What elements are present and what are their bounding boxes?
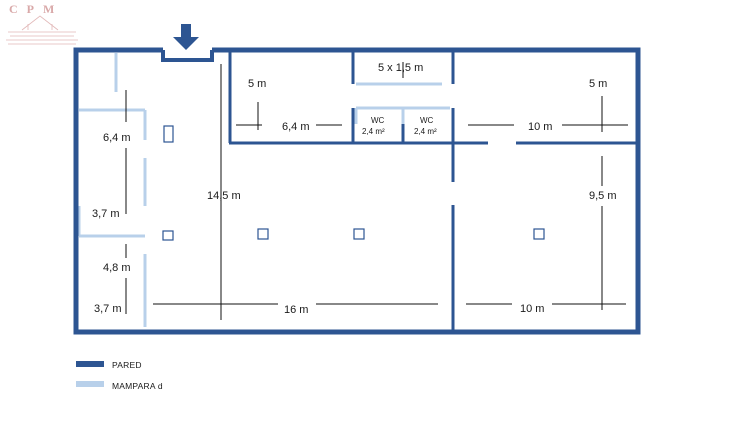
wc-2-area: 2,4 m² bbox=[414, 127, 437, 136]
column-icon bbox=[162, 230, 174, 241]
dim-37-upper: 3,7 m bbox=[92, 208, 120, 220]
dim-48: 4,8 m bbox=[103, 262, 131, 274]
wc-1-area: 2,4 m² bbox=[362, 127, 385, 136]
column-icon bbox=[257, 228, 269, 240]
dim-5m-left: 5 m bbox=[248, 78, 266, 90]
legend-wall-label: PARED bbox=[112, 360, 142, 370]
logo-letters: CPM bbox=[9, 2, 63, 16]
entrance-arrow-icon bbox=[173, 24, 199, 50]
dim-10-top: 10 m bbox=[528, 121, 552, 133]
dim-95: 9,5 m bbox=[589, 190, 617, 202]
wc-2-title: WC bbox=[420, 116, 434, 125]
dimension-labels: 5 m 5 x 1,5 m 5 m 6,4 m 10 m 6,4 m 14,5 … bbox=[92, 62, 617, 316]
legend-partition-swatch bbox=[76, 381, 104, 387]
wc-1-title: WC bbox=[371, 116, 385, 125]
dim-5m-right: 5 m bbox=[589, 78, 607, 90]
main-walls bbox=[73, 47, 641, 335]
partition-walls bbox=[77, 53, 450, 327]
interior-walls bbox=[228, 52, 637, 330]
legend-partition-label: MAMPARA d bbox=[112, 381, 163, 391]
cpm-logo: CPM bbox=[6, 2, 78, 45]
columns bbox=[162, 125, 545, 241]
column-icon bbox=[353, 228, 365, 240]
column-icon bbox=[533, 228, 545, 240]
dim-37-lower: 3,7 m bbox=[94, 303, 122, 315]
dim-10-bottom: 10 m bbox=[520, 303, 544, 315]
dim-64-left: 6,4 m bbox=[103, 132, 131, 144]
dim-5x15: 5 x 1,5 m bbox=[378, 62, 423, 74]
legend: PARED MAMPARA d bbox=[76, 360, 163, 391]
dim-145: 14,5 m bbox=[207, 190, 241, 202]
column-icon bbox=[163, 125, 174, 143]
legend-wall-swatch bbox=[76, 361, 104, 367]
dimension-lines bbox=[125, 62, 628, 320]
dim-64-top: 6,4 m bbox=[282, 121, 310, 133]
dim-16: 16 m bbox=[284, 304, 308, 316]
wc-labels: WC 2,4 m² WC 2,4 m² bbox=[362, 116, 437, 136]
